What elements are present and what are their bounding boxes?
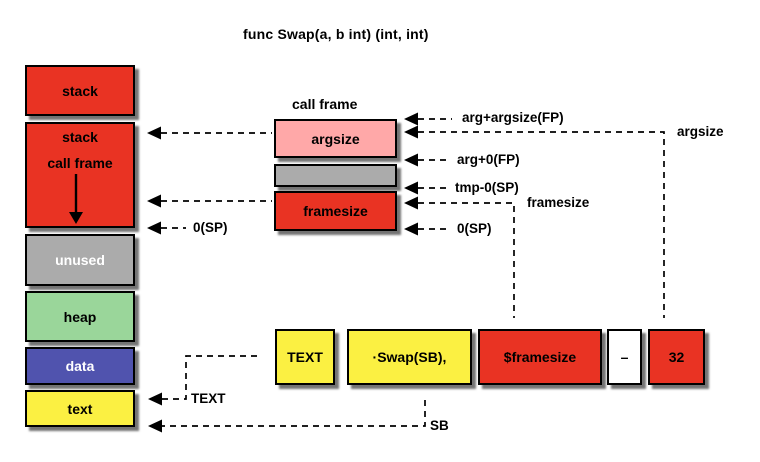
memory-box-heap-label: heap [63, 308, 97, 325]
arrowhead-left-icon [147, 221, 161, 235]
label-framesize: framesize [527, 195, 590, 210]
label-arg-plus-0-fp: arg+0(FP) [457, 152, 520, 167]
memory-box-data-label: data [65, 358, 95, 374]
memory-box-data: data [25, 347, 135, 385]
arrowhead-left-icon [404, 125, 418, 139]
call-frame-framesize-box: framesize [274, 191, 397, 231]
call-frame-spacer-box [274, 164, 397, 187]
memory-box-heap: heap [25, 291, 135, 342]
instr-box-framesize-label: $framesize [503, 349, 577, 365]
memory-box-stack-call-frame: stack call frame [25, 122, 135, 228]
memory-box-text: text [25, 390, 135, 427]
arrowhead-left-icon [404, 196, 418, 210]
memory-box-stack-call-frame-label-top: stack [62, 129, 98, 145]
instr-box-minus-label: – [620, 349, 629, 365]
page-title: func Swap(a, b int) (int, int) [243, 26, 429, 42]
instr-box-argsize-32-label: 32 [668, 349, 685, 365]
label-text-pointer: TEXT [191, 391, 226, 406]
memory-box-unused-label: unused [55, 252, 105, 268]
instr-box-minus: – [607, 329, 642, 385]
instr-box-framesize: $framesize [478, 329, 602, 385]
arrowhead-left-icon [147, 126, 161, 140]
instr-box-argsize-32: 32 [648, 329, 705, 385]
memory-box-text-label: text [67, 400, 93, 417]
arrowhead-left-icon [404, 153, 418, 167]
call-frame-argsize-label: argsize [311, 130, 360, 147]
memory-box-stack: stack [25, 65, 135, 116]
call-frame-framesize-label: framesize [303, 203, 368, 219]
label-argsize: argsize [677, 124, 724, 139]
arrowhead-left-icon [148, 419, 162, 433]
arrowhead-left-icon [404, 181, 418, 195]
arrowhead-left-icon [147, 194, 161, 208]
memory-box-stack-label: stack [62, 82, 98, 99]
arrowhead-left-icon [404, 222, 418, 236]
arrowhead-left-icon [148, 392, 162, 406]
instr-box-swap-sb-label: ·Swap(SB), [372, 349, 447, 365]
label-tmp-minus-0-sp: tmp-0(SP) [455, 180, 519, 195]
label-0-sp-left: 0(SP) [193, 220, 228, 235]
label-arg-plus-argsize-fp: arg+argsize(FP) [462, 110, 564, 125]
instr-box-text-label: TEXT [287, 349, 323, 365]
instr-box-text: TEXT [275, 329, 335, 385]
label-sb-pointer: SB [430, 418, 449, 433]
arrowhead-left-icon [404, 112, 418, 126]
call-frame-heading: call frame [292, 96, 358, 112]
call-frame-argsize-box: argsize [274, 119, 397, 158]
instr-box-swap-sb: ·Swap(SB), [347, 329, 472, 385]
memory-box-unused: unused [25, 234, 135, 286]
memory-box-stack-call-frame-label-bottom: call frame [47, 155, 113, 171]
arrow-line-argsize-to-32 [418, 131, 665, 318]
label-0-sp-right: 0(SP) [457, 221, 492, 236]
